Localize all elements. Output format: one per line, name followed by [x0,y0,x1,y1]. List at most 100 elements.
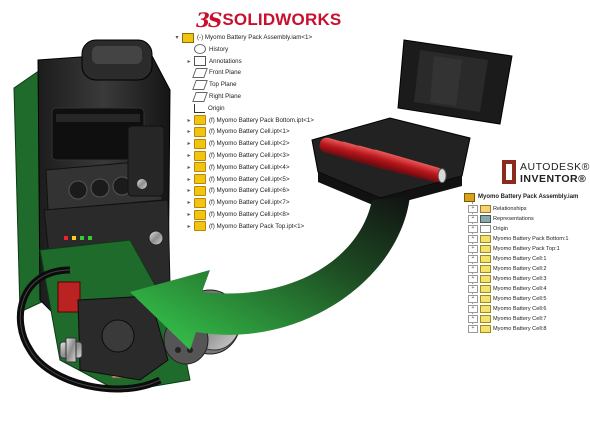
sw-tree-item[interactable]: History [184,44,228,55]
inventor-wordmark: INVENTOR® [520,173,587,185]
sw-tree-item-label: Annotations [209,57,242,65]
sw-tree-item[interactable]: ▸(f) Myomo Battery Cell.ipt<7> [184,197,289,208]
sw-tree-item[interactable]: ▸ (f) Myomo Battery Cell.ipt<1> [184,126,289,137]
inventor-tree-item[interactable]: + Myomo Battery Cell:2 [468,264,546,274]
sw-tree-item[interactable]: Right Plane [184,91,241,102]
part-icon [194,221,206,232]
expand-plus-icon[interactable]: + [468,284,478,293]
expand-plus-icon[interactable]: + [468,254,478,263]
expand-arrow-icon[interactable]: ▸ [187,58,191,65]
sw-tree-item[interactable]: ▸(f) Myomo Battery Cell.ipt<5> [184,174,289,185]
plane-icon [192,79,208,90]
plane-icon [192,91,208,102]
part-icon [194,126,206,137]
sw-tree-item[interactable]: ▸(f) Myomo Battery Cell.ipt<2> [184,138,289,149]
inventor-tree-item[interactable]: +Myomo Battery Pack Bottom:1 [468,234,569,244]
sw-tree-item[interactable]: ▸ Annotations [184,56,242,67]
asm-icon [182,32,194,43]
expand-arrow-icon[interactable]: ▸ [187,223,191,230]
inventor-tree-item-label: Myomo Battery Cell:8 [493,325,547,332]
part-icon [194,115,206,126]
expand-arrow-icon[interactable]: ▾ [175,35,179,41]
expand-arrow-icon[interactable]: ▸ [187,129,191,136]
inventor-tree-item[interactable]: +Myomo Battery Cell:7 [468,314,546,324]
cell-icon [480,274,491,283]
expand-arrow-icon[interactable]: ▸ [187,212,191,218]
part-icon [194,150,206,161]
sw-tree-item[interactable]: ▸ (f) Myomo Battery Cell.ipt<3> [184,150,289,161]
part-icon [194,185,206,196]
cell-icon [480,304,491,313]
expand-arrow-icon[interactable]: ▸ [187,176,191,183]
inventor-tree-item-label: Myomo Battery Cell:2 [493,265,547,272]
inventor-tree-item[interactable]: +Myomo Battery Cell:6 [468,304,546,314]
expand-plus-icon[interactable]: + [468,244,478,253]
inventor-tree-item[interactable]: + Representations [468,214,534,224]
expand-plus-icon[interactable]: + [468,304,478,313]
assembly-icon [464,192,475,202]
sw-tree-item[interactable]: Front Plane [184,67,241,78]
sw-tree-item[interactable]: ▸(f) Myomo Battery Cell.ipt<8> [184,209,289,220]
origin-icon [194,103,205,113]
expand-arrow-icon[interactable]: ▸ [187,153,191,159]
cell-icon [480,244,491,253]
expand-plus-icon[interactable]: + [468,264,478,273]
inventor-tree-item[interactable]: + Myomo Battery Cell:8 [468,324,546,334]
rep-icon [480,214,491,223]
inventor-tree-item-label: Myomo Battery Cell:4 [493,285,547,292]
battery-cell [367,149,447,184]
sw-tree-item-label: (f) Myomo Battery Pack Top.ipt<1> [209,222,305,230]
expand-plus-icon[interactable]: + [468,324,478,333]
inventor-tree-item[interactable]: +Myomo Battery Cell:5 [468,294,546,304]
sw-tree-item-label: (f) Myomo Battery Cell.ipt<1> [209,128,290,136]
inventor-tree-item-label: Representations [493,215,534,222]
expand-arrow-icon[interactable]: ▸ [187,117,191,124]
inventor-assembly-root[interactable]: Myomo Battery Pack Assembly.iam [464,192,578,202]
org-icon [480,224,491,233]
expand-arrow-icon[interactable]: ▸ [187,200,191,207]
folder-a-icon [194,56,206,67]
sw-tree-item[interactable]: Top Plane [184,79,237,90]
inventor-tree-item[interactable]: + Myomo Battery Cell:4 [468,284,546,294]
sw-tree-item[interactable]: ▸ (f) Myomo Battery Pack Bottom.ipt<1> [184,115,314,126]
expand-plus-icon[interactable]: + [468,204,478,213]
sw-tree-item-label: (f) Myomo Battery Pack Bottom.ipt<1> [209,116,314,124]
part-icon [194,162,206,173]
expand-arrow-icon[interactable]: ▸ [187,188,191,195]
sw-tree-item-label: (f) Myomo Battery Cell.ipt<3> [209,152,290,159]
cell-icon [480,324,491,333]
part-icon [194,174,206,185]
inventor-tree-item[interactable]: +Relationships [468,204,527,214]
sw-tree-item[interactable]: ▸(f) Myomo Battery Cell.ipt<4> [184,162,289,173]
expand-arrow-icon[interactable]: ▸ [187,141,191,148]
autodesk-mark-icon [502,160,516,184]
inventor-tree-item-label: Myomo Battery Cell:1 [493,255,547,262]
cell-icon [480,294,491,303]
sw-tree-item[interactable]: ▸ (f) Myomo Battery Cell.ipt<6> [184,185,289,196]
cell-icon [480,254,491,263]
expand-plus-icon[interactable]: + [468,224,478,233]
inventor-tree-item[interactable]: + Myomo Battery Cell:1 [468,254,546,264]
expand-plus-icon[interactable]: + [468,234,478,243]
transfer-arrow [130,196,410,350]
cell-icon [480,264,491,273]
sw-tree-item[interactable]: ▸ (f) Myomo Battery Pack Top.ipt<1> [184,221,304,232]
inventor-tree-item[interactable]: +Myomo Battery Cell:3 [468,274,546,284]
sw-tree-item[interactable]: ▾(-) Myomo Battery Pack Assembly.iam<1> [172,32,312,43]
sw-tree-item-label: (f) Myomo Battery Cell.ipt<6> [209,187,290,195]
expand-plus-icon[interactable]: + [468,294,478,303]
solidworks-logo: 3S SOLIDWORKS [196,6,341,34]
sw-tree-item-label: Origin [208,104,225,112]
inventor-tree-item[interactable]: +Myomo Battery Pack Top:1 [468,244,560,254]
sw-tree-item-label: Top Plane [209,81,237,89]
battery-pack-model [311,39,513,208]
part-icon [194,209,206,220]
solidworks-wordmark: SOLIDWORKS [222,10,342,29]
sw-tree-item[interactable]: Origin [184,103,225,114]
inventor-tree-item[interactable]: +Origin [468,224,508,234]
expand-plus-icon[interactable]: + [468,214,478,223]
expand-plus-icon[interactable]: + [468,274,478,283]
expand-arrow-icon[interactable]: ▸ [187,164,191,171]
expand-plus-icon[interactable]: + [468,314,478,323]
